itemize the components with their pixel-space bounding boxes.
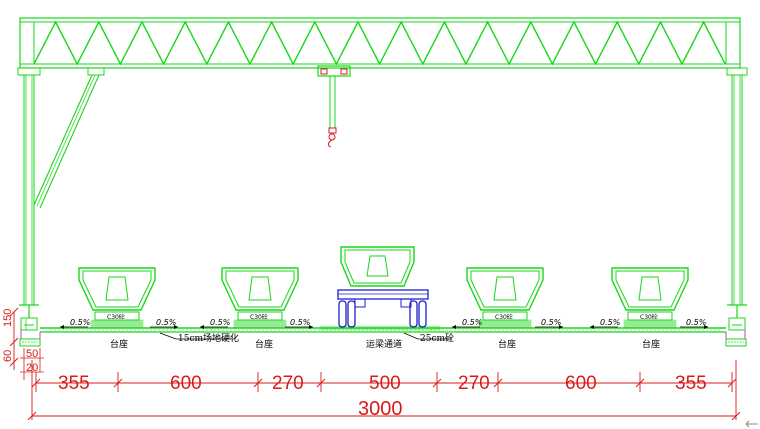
slope-mark: 0.5% [200, 318, 230, 329]
small-dimension: 50 [26, 348, 38, 360]
annotations: 台座 台座 台座 台座 15cm场地硬化 运梁通道 25cm砼 [110, 332, 660, 350]
slope-label: 0.5% [541, 318, 561, 327]
vertical-dimension: 150 [2, 309, 14, 327]
pedestal-mark: C30砼 [495, 313, 513, 321]
slope-mark: 0.5% [680, 318, 708, 329]
dimension-lines: 355 600 270 500 270 600 355 3000 150 60 … [2, 307, 741, 421]
pedestal-mark: C30砼 [250, 313, 268, 321]
slope-label: 0.5% [462, 318, 482, 327]
slope-marks: 0.5% 0.5% 0.5% 0.5% 0.5% 0.5% [60, 318, 708, 329]
hardened-ground-label: 15cm场地硬化 [178, 332, 239, 344]
pedestal-label: 台座 [110, 338, 128, 350]
truss-beam [19, 17, 741, 69]
transport-channel-label: 运梁通道 [366, 338, 402, 350]
slope-mark: 0.5% [590, 318, 620, 329]
right-leg [726, 67, 748, 331]
slope-mark: 0.5% [452, 318, 482, 329]
slope-mark: 0.5% [60, 318, 90, 329]
left-leg [17, 67, 41, 331]
total-dimension: 3000 [358, 398, 403, 420]
vertical-dimension: 60 [2, 350, 14, 362]
box-girder-on-pedestal: C30砼 [611, 267, 689, 329]
pedestal-label: 台座 [642, 338, 660, 350]
dimension-value: 355 [58, 373, 90, 394]
slope-mark: 0.5% [535, 318, 563, 329]
pedestal-mark: C30砼 [107, 313, 125, 321]
slope-label: 0.5% [686, 318, 706, 327]
box-girder-on-pedestal: C30砼 [78, 267, 156, 329]
slope-mark: 0.5% [150, 318, 178, 329]
pedestal-label: 台座 [255, 338, 273, 350]
concrete-25-label: 25cm砼 [420, 332, 454, 344]
ground [19, 325, 747, 347]
dimension-value: 600 [170, 373, 202, 394]
slope-label: 0.5% [210, 318, 230, 327]
slope-label: 0.5% [600, 318, 620, 327]
dimension-value: 355 [675, 373, 707, 394]
dimension-value: 500 [369, 373, 401, 394]
return-arrow-icon [745, 420, 758, 428]
box-girder-on-pedestal: C30砼 [221, 267, 299, 329]
dimension-value: 270 [272, 373, 304, 394]
slope-label: 0.5% [290, 318, 310, 327]
dimension-value: 600 [565, 373, 597, 394]
small-dimension: 20 [26, 362, 38, 374]
box-girders: C30砼 C30砼 C30砼 C30砼 [78, 267, 689, 329]
pedestal-label: 台座 [498, 338, 516, 350]
trolley-hook [317, 65, 351, 148]
slope-label: 0.5% [70, 318, 90, 327]
crane-hook-icon [328, 127, 337, 148]
pedestal-mark: C30砼 [640, 313, 658, 321]
girder-transport-vehicle [337, 246, 429, 328]
slope-label: 0.5% [156, 318, 176, 327]
box-girder-on-pedestal: C30砼 [466, 267, 544, 329]
dimension-value: 270 [458, 373, 490, 394]
slope-mark: 0.5% [285, 318, 313, 329]
diagonal-brace [33, 67, 105, 209]
